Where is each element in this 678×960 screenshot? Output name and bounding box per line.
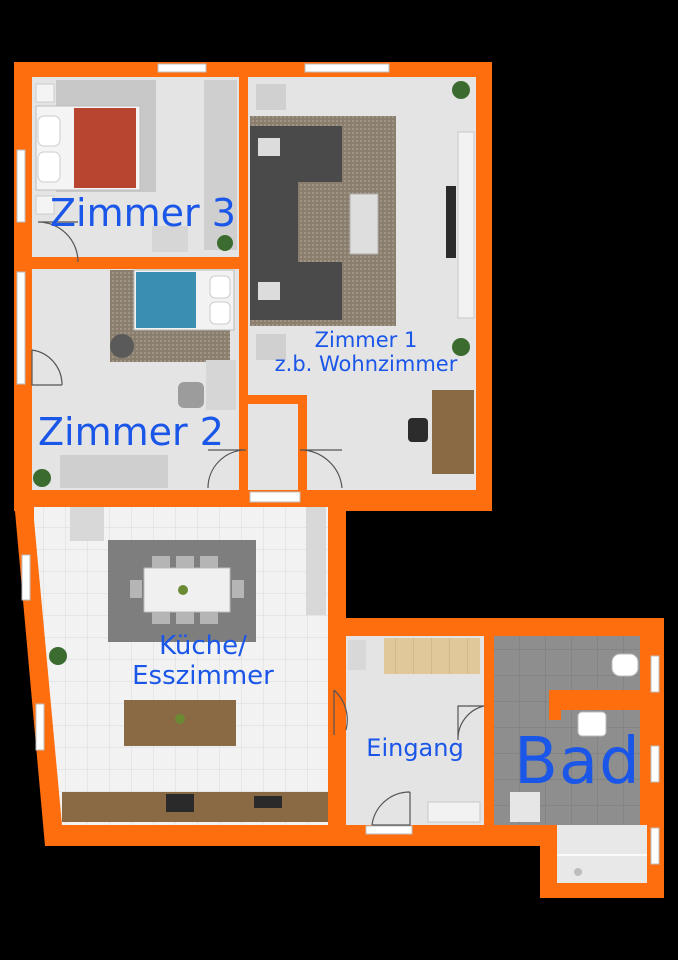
side-table-zimmer1 [256,84,286,110]
dining-chairs [130,556,244,624]
chair-zimmer3 [152,226,188,252]
plant-zimmer3 [217,235,233,251]
tv-stand-zimmer1 [457,131,475,319]
sink [254,796,282,808]
bath-cabinet [510,792,540,822]
label-zimmer1-hint: z.b. Wohnzimmer [274,352,458,377]
label-zimmer3: Zimmer 3 [50,191,236,235]
coffee-table-zimmer1 [349,193,379,255]
toilet [611,653,639,677]
plant-zimmer1-a [452,81,470,99]
windows [16,63,660,865]
stove [166,794,194,812]
desk-zimmer2 [206,360,236,410]
wardrobe-zimmer3 [204,80,237,250]
bed-zimmer3 [35,80,156,215]
sideboard-zimmer2 [60,455,168,488]
label-kueche-line2: Esszimmer [132,660,274,691]
tv-zimmer1 [446,186,456,258]
shower-drain [574,868,582,876]
label-eingang: Eingang [366,734,464,762]
interior-walls [14,62,664,825]
armchair-zimmer2 [178,382,204,408]
doors [31,221,485,826]
label-zimmer1: Zimmer 1 z.b. Wohnzimmer [258,328,474,376]
counter-side-kueche [306,507,326,615]
sofa-zimmer1 [250,126,342,320]
washbasin [577,711,607,737]
coat-rack [348,640,366,670]
counter-top-kueche [70,507,104,541]
office-chair-zimmer1 [408,418,428,442]
desk-zimmer1 [432,390,474,474]
bed-zimmer2 [110,269,235,362]
label-kueche-line1: Küche/ [159,631,247,661]
staircase [384,638,480,674]
floor-flur [248,404,298,490]
side-table-zimmer1-b [256,334,286,360]
floor-dusche [557,825,647,883]
label-zimmer1-name: Zimmer 1 [314,328,418,352]
plant-zimmer1-b [452,338,470,356]
label-bad: Bad [514,725,641,799]
plant-zimmer2 [33,469,51,487]
label-zimmer2: Zimmer 2 [38,410,224,454]
kitchen-counter [62,792,328,822]
plant-kueche [49,647,67,665]
fruit-bowl-dining [178,585,188,595]
fruit-bowl-island [175,714,185,724]
label-kueche: Küche/ Esszimmer [108,631,298,692]
shoe-cabinet [427,801,481,823]
